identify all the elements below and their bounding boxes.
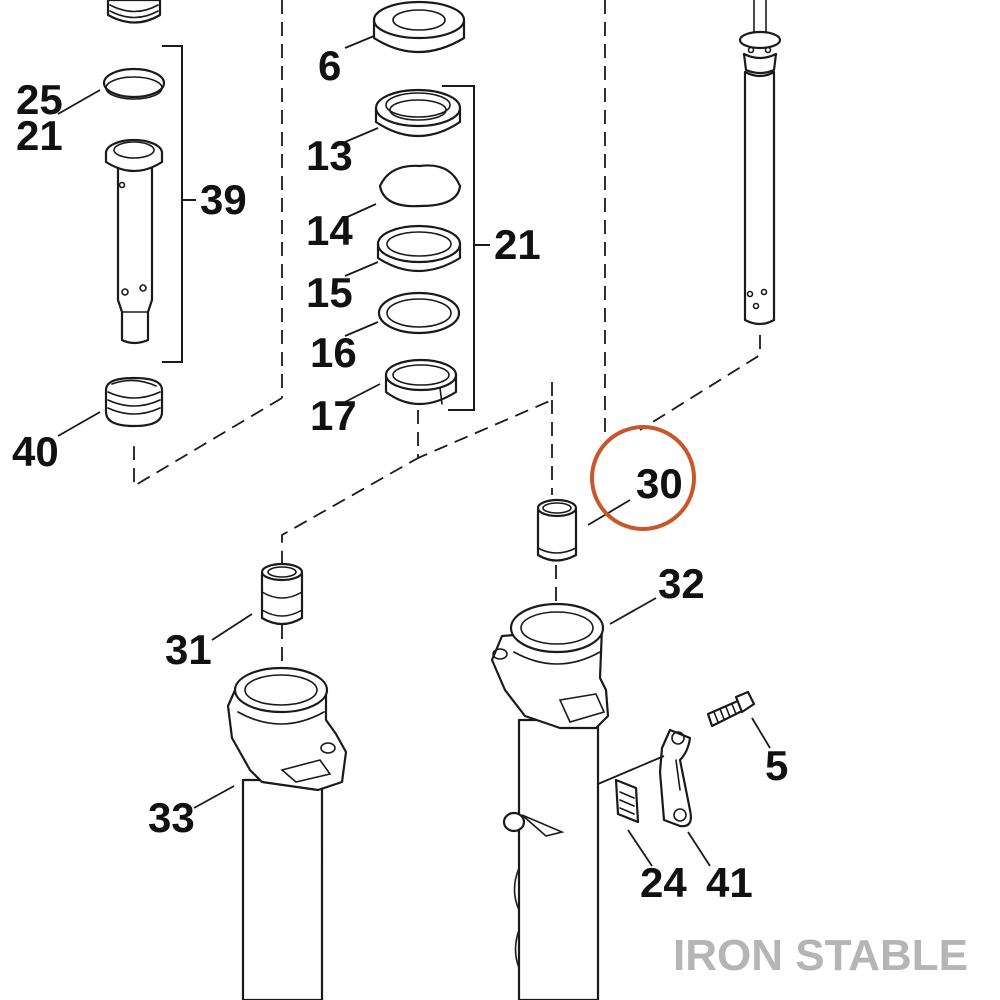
spring-40 — [104, 376, 164, 428]
retaining-ring-25 — [102, 67, 166, 100]
label-17: 17 — [310, 392, 357, 439]
label-40: 40 — [12, 428, 59, 475]
label-30: 30 — [636, 460, 683, 507]
damper-tube-39 — [104, 138, 164, 345]
fork-slider-33 — [226, 666, 348, 1000]
label-15: 15 — [306, 269, 353, 316]
label-6: 6 — [318, 42, 341, 89]
label-33: 33 — [148, 794, 195, 841]
watermark: IRON STABLE — [673, 931, 968, 980]
fork-slider-32 — [490, 602, 610, 1000]
guide-bushing-17 — [384, 358, 458, 405]
spring-top-part — [106, 0, 162, 24]
label-21-bracket: 21 — [494, 221, 541, 268]
assembly-lines — [133, 0, 761, 700]
label-16: 16 — [310, 329, 357, 376]
washer-16 — [377, 291, 461, 335]
label-24: 24 — [640, 859, 687, 906]
label-5: 5 — [765, 742, 788, 789]
label-14: 14 — [306, 207, 353, 254]
bushing-15 — [376, 224, 462, 273]
seal-cap-6 — [372, 0, 466, 53]
label-13: 13 — [306, 132, 353, 179]
highlight-circle — [590, 425, 696, 531]
bolt-5 — [706, 690, 756, 728]
damper-rod — [738, 0, 782, 326]
label-32: 32 — [658, 560, 705, 607]
label-21-left: 21 — [16, 112, 63, 159]
cap-31 — [260, 562, 304, 626]
group-brackets — [162, 45, 490, 411]
label-31: 31 — [165, 626, 212, 673]
clip-24 — [614, 778, 640, 824]
wave-ring-14 — [378, 164, 462, 208]
oil-seal-13 — [374, 88, 462, 138]
label-41: 41 — [706, 859, 753, 906]
cap-30 — [536, 498, 578, 562]
label-25: 25 — [16, 76, 63, 123]
bracket-41 — [658, 728, 692, 828]
label-39: 39 — [200, 176, 247, 223]
callout-labels: 6 13 14 15 16 17 21 25 21 39 40 30 32 31… — [12, 42, 788, 906]
leader-lines — [57, 35, 771, 867]
